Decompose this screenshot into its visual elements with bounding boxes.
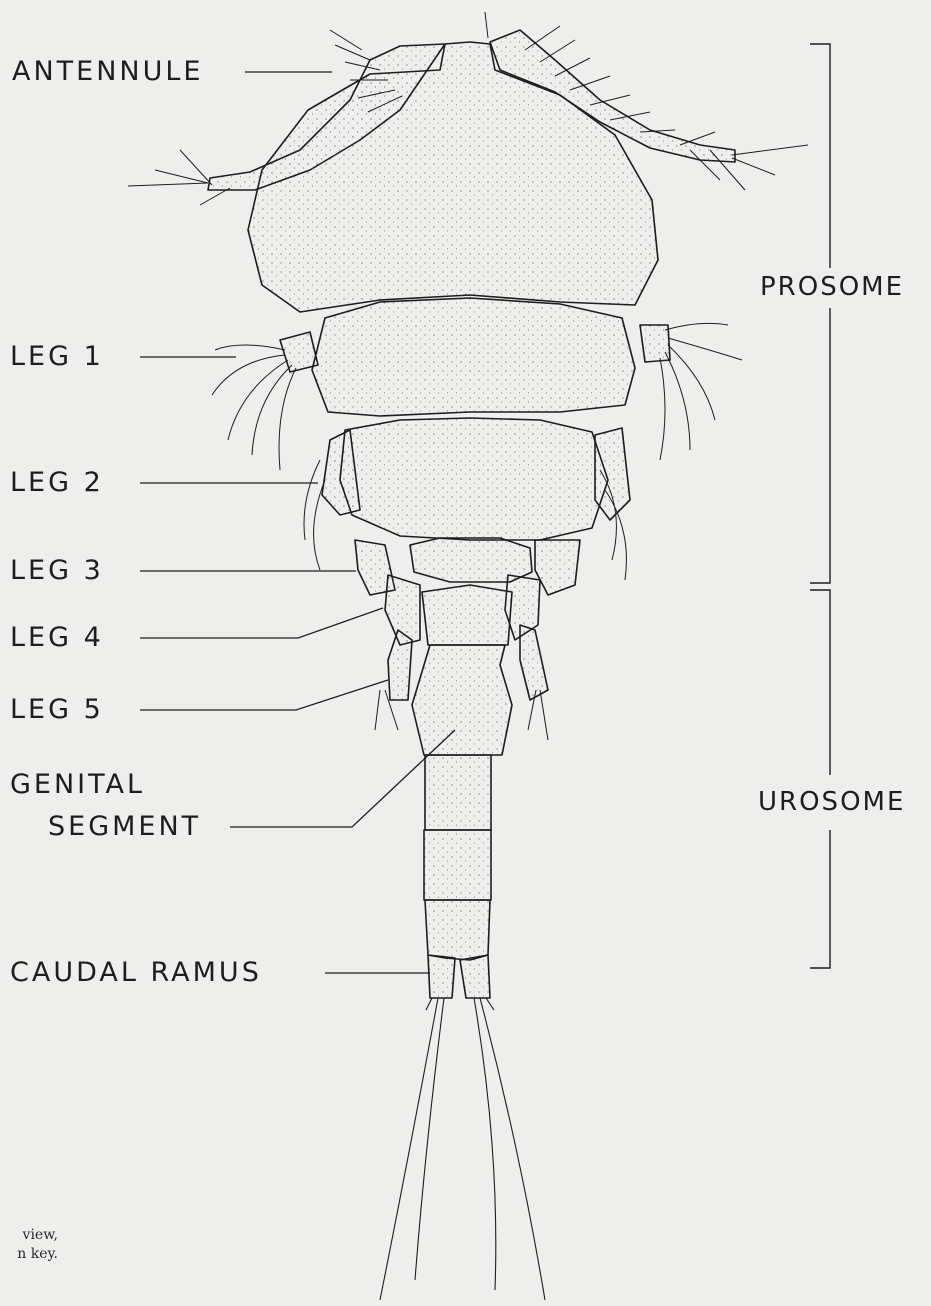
leader-leg-5 [140,680,388,710]
label-leg-4: LEG 4 [10,623,104,653]
genital-segment [412,645,512,755]
label-leg-5: LEG 5 [10,695,104,725]
thoracic-segment-3 [410,538,532,582]
label-leg-1: LEG 1 [10,342,104,372]
label-antennule: ANTENNULE [12,57,203,87]
label-prosome: PROSOME [760,272,904,302]
leg-3-right [535,540,580,595]
prosome-bracket-bottom [810,308,830,583]
urosome-segment-4 [424,830,491,900]
caption-line-2: n key. [17,1245,58,1264]
caudal-ramus-right [460,955,490,998]
leg-1-right [640,325,670,362]
label-segment: SEGMENT [48,812,201,842]
prosome-bracket-top [810,44,830,268]
leg-5-right [520,625,548,700]
fifth-pedigerous-segment [422,585,512,645]
thoracic-segment-2 [340,418,608,540]
label-genital: GENITAL [10,770,145,800]
label-leg-3: LEG 3 [10,556,104,586]
caption-line-1: view, [23,1226,58,1245]
label-leg-2: LEG 2 [10,468,104,498]
leg-5-left [388,630,412,700]
thoracic-segment-1 [312,298,635,416]
label-urosome: UROSOME [758,787,905,817]
label-caudal-ramus: CAUDAL RAMUS [10,958,262,988]
urosome-bracket-bottom [810,830,830,968]
urosome-segment-3 [425,755,491,830]
caudal-ramus-left [428,955,455,998]
urosome-bracket-top [810,590,830,775]
anal-segment [425,900,490,960]
caudal-setae [380,998,545,1300]
cephalosome [248,42,658,312]
leader-leg-4 [140,608,383,638]
